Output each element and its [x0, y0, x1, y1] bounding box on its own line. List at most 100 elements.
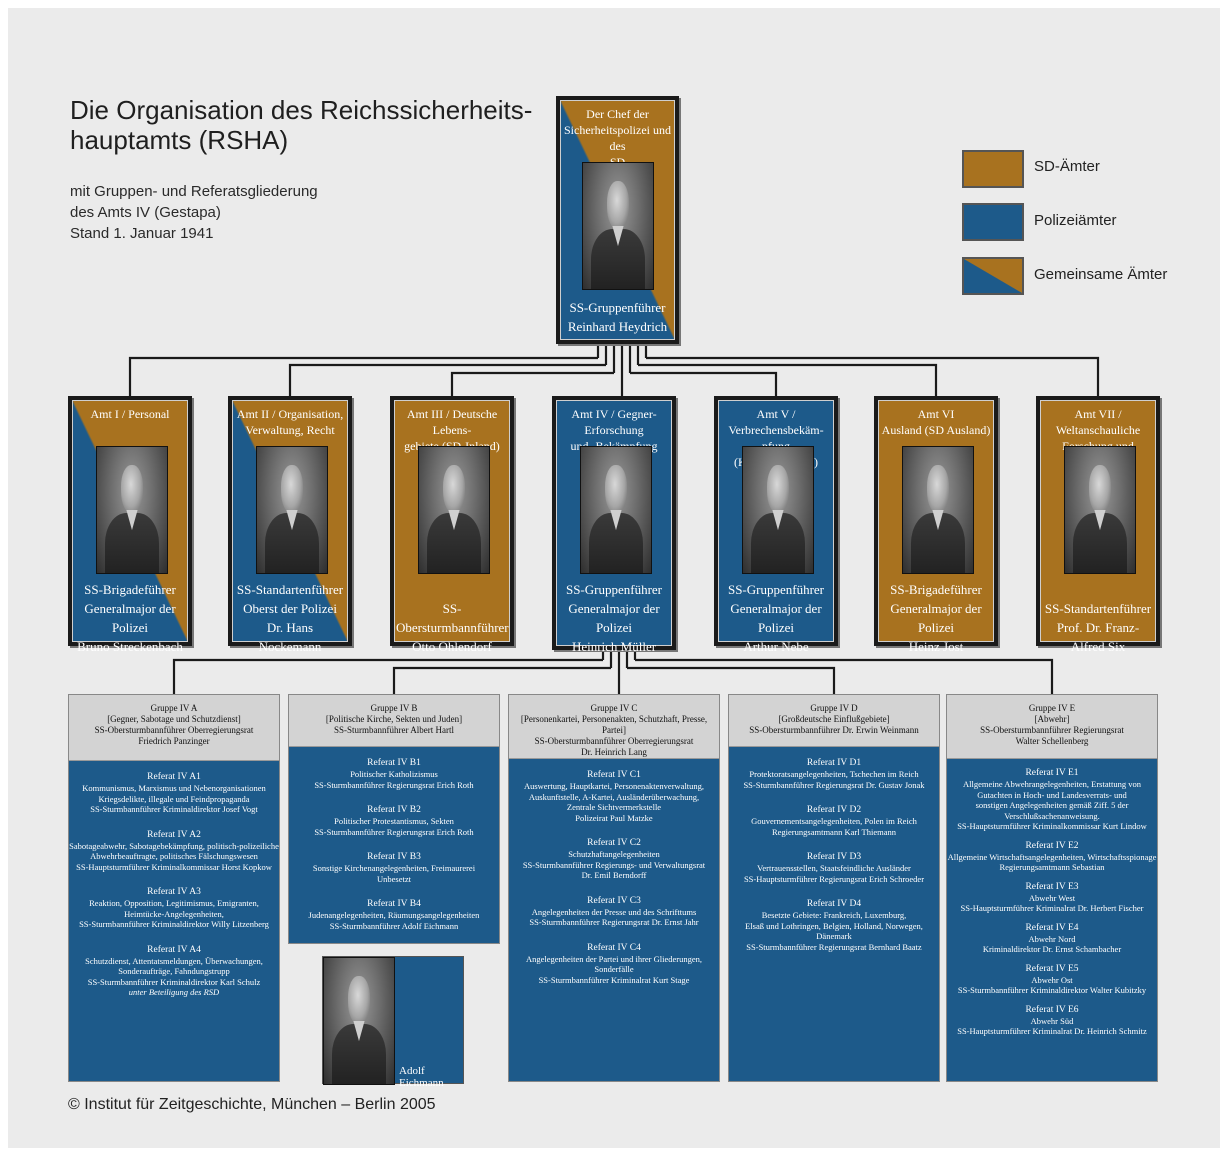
referat-line: SS-Sturmbannführer Regierungsrat Erich R… [314, 826, 474, 837]
referat-title: Referat IV E6 [1025, 1004, 1079, 1015]
portrait-collar [448, 510, 460, 531]
referat-line: Kommunismus, Marxismus und Nebenorganisa… [82, 783, 266, 793]
portrait-head [926, 464, 950, 513]
referat-title: Referat IV C1 [587, 770, 641, 780]
title-line: hauptamts (RSHA) [70, 125, 289, 155]
referat: Referat IV D3 Vertrauensstellen, Staatsf… [729, 851, 939, 884]
portrait-collar [772, 510, 784, 531]
amt-title-line: Amt VI [917, 407, 955, 421]
connector [288, 363, 606, 396]
copyright-footer: © Institut für Zeitgeschichte, München –… [68, 1096, 436, 1113]
amt-title: Amt II / Organisation, Verwaltung, Recht [234, 406, 346, 438]
portrait-head [442, 464, 466, 513]
referat-title: Referat IV E2 [1025, 840, 1079, 851]
referat-title: Referat IV A2 [147, 829, 201, 840]
chief-card: Der Chef der Sicherheitspolizei und des … [556, 96, 679, 344]
referat-title: Referat IV B4 [367, 899, 421, 909]
referat-line: Elsaß und Lothringen, Belgien, Holland, … [745, 920, 923, 942]
gruppe-head-line: [Großdeutsche Einflußgebiete] [778, 714, 890, 724]
amt-card-7: Amt VII / Weltanschauliche Forschung und… [1036, 396, 1160, 654]
gruppe-iv-c: Gruppe IV C [Personenkartei, Personenakt… [508, 694, 720, 1082]
amt-card-2: Amt II / Organisation, Verwaltung, Recht… [228, 396, 352, 654]
chief-name-block: SS-Gruppenführer Reinhard Heydrich [562, 298, 673, 336]
referat-line: Gutachten in Hoch- und Landesverrats- un… [977, 789, 1127, 800]
connector [635, 658, 1054, 694]
connector [627, 666, 836, 694]
amt-rank: SS-Gruppenführer [727, 582, 825, 597]
eichmann-name: Adolf Eichmann [399, 1065, 444, 1089]
referat-title: Referat IV E1 [1025, 768, 1079, 778]
card-frame [1040, 400, 1156, 642]
gruppe-referate: Referat IV E1 Allgemeine Abwehrangelegen… [947, 767, 1157, 1037]
amt-leader-name: Bruno Streckenbach [77, 639, 183, 654]
referat-line: SS-Sturmbannführer Adolf Eichmann [329, 920, 459, 931]
referat-line: Sonderaufträge, Fahndungstrupp [118, 966, 230, 976]
referat-line: Zentrale Sichtvermerkstelle [566, 802, 662, 812]
referat-title: Referat IV E3 [1025, 881, 1079, 892]
amt-rank: Oberst der Polizei [243, 601, 337, 616]
referat-line: Auskunftstelle, A-Kartei, Ausländerüberw… [528, 791, 700, 802]
portrait-head [120, 464, 144, 513]
amt-rank: SS-Standartenführer [236, 582, 344, 597]
card-frame [560, 100, 675, 340]
card-frame [718, 400, 834, 642]
referat-line: Heimtücke-Angelegenheiten, [124, 908, 224, 919]
amt-leader: SS-Brigadeführer Generalmajor der Polize… [880, 580, 992, 656]
referat: Referat IV C2 Schutzhaftangelegenheiten … [509, 837, 719, 881]
amt-title: Amt VI Ausland (SD Ausland) [880, 406, 992, 438]
referat-line: Abwehr Süd [1030, 1015, 1074, 1026]
gruppe-head-line: Friedrich Panzinger [138, 736, 210, 746]
amt-title-line: Verwaltung, Recht [245, 423, 335, 437]
gruppe-head-line: Gruppe IV D [810, 703, 858, 713]
gruppe-head-line: [Abwehr] [1034, 714, 1070, 724]
amt-leader: SS-Standartenführer Oberst der Polizei D… [234, 580, 346, 656]
gruppe-head-line: [Personenkartei, Personenakten, Schutzha… [520, 714, 708, 735]
portrait-photo [582, 162, 654, 290]
amt-leader-name: Otto Ohlendorf [412, 639, 492, 654]
amt-rank: SS-Brigadeführer [890, 582, 982, 597]
amt-leader-name: Arthur Nebe [743, 639, 809, 654]
referat-title: Referat IV E4 [1025, 922, 1079, 933]
gruppe-referate: Referat IV A1 Kommunismus, Marxismus und… [69, 771, 279, 1012]
gruppe-head-line: Dr. Heinrich Lang [581, 747, 647, 757]
referat-line: Schutzdienst, Attentatsmeldungen, Überwa… [85, 955, 263, 966]
referat-line: Auswertung, Hauptkartei, Personenaktenve… [523, 781, 705, 791]
referat-line: SS-Hauptsturmführer Kriminalkommissar Ho… [76, 861, 272, 872]
referat: Referat IV D2 Gouvernementsangelegenheit… [729, 804, 939, 837]
portrait-collar [286, 510, 298, 531]
portrait-head [1088, 464, 1112, 513]
amt-leader-name: Heinz Jost [908, 639, 964, 654]
referat-line: Abwehrbeauftragte, politisches Fälschung… [90, 851, 258, 861]
referat-title: Referat IV D1 [806, 758, 862, 768]
referat: Referat IV B3 Sonstige Kirchenangelegenh… [289, 851, 499, 884]
legend-label: Gemeinsame Ämter [1034, 266, 1168, 283]
referat-line: Schutzhaftangelegenheiten [568, 849, 660, 859]
portrait-photo [96, 446, 168, 574]
subtitle: mit Gruppen- und Referatsgliederung des … [70, 181, 318, 244]
gruppe-head-line: Gruppe IV C [590, 703, 638, 713]
referat-line: Angelegenheiten der Partei und ihrer Gli… [525, 953, 703, 975]
gruppe-head-line: SS-Obersturmbannführer Regierungsrat [980, 725, 1124, 735]
eichmann-inset: Adolf Eichmann [322, 956, 464, 1089]
portrait-collar [353, 1021, 365, 1042]
portrait-collar [612, 226, 624, 247]
referat-line: Abwehr Ost [1031, 974, 1073, 985]
portrait-photo [256, 446, 328, 574]
referat: Referat IV E3 Abwehr West SS-Hauptsturmf… [947, 881, 1157, 914]
connector [392, 666, 611, 694]
chief-rank: SS-Gruppenführer [569, 300, 666, 315]
referat-line: SS-Hauptsturmführer Kriminalkommissar Ku… [957, 821, 1147, 831]
referat-line: SS-Sturmbannführer Regierungsrat Dr. Gus… [743, 779, 925, 790]
gruppe-iv-d: Gruppe IV D [Großdeutsche Einflußgebiete… [728, 694, 940, 1082]
amt-rank: SS-Obersturmbannführer [396, 601, 509, 635]
gruppe-head-line: SS-Sturmbannführer Albert Hartl [334, 725, 454, 735]
amt-card-4: Amt IV / Gegner-Erforschung und -Bekämpf… [552, 396, 676, 654]
referat-line: Politischer Protestantismus, Sekten [334, 816, 454, 826]
amt-rank: Generalmajor der Polizei [568, 601, 660, 635]
amt-leader: SS-Gruppenführer Generalmajor der Polize… [720, 580, 832, 656]
amt-rank [396, 580, 508, 599]
amt-title-line: Ausland (SD Ausland) [881, 423, 991, 437]
connector [646, 356, 1100, 396]
